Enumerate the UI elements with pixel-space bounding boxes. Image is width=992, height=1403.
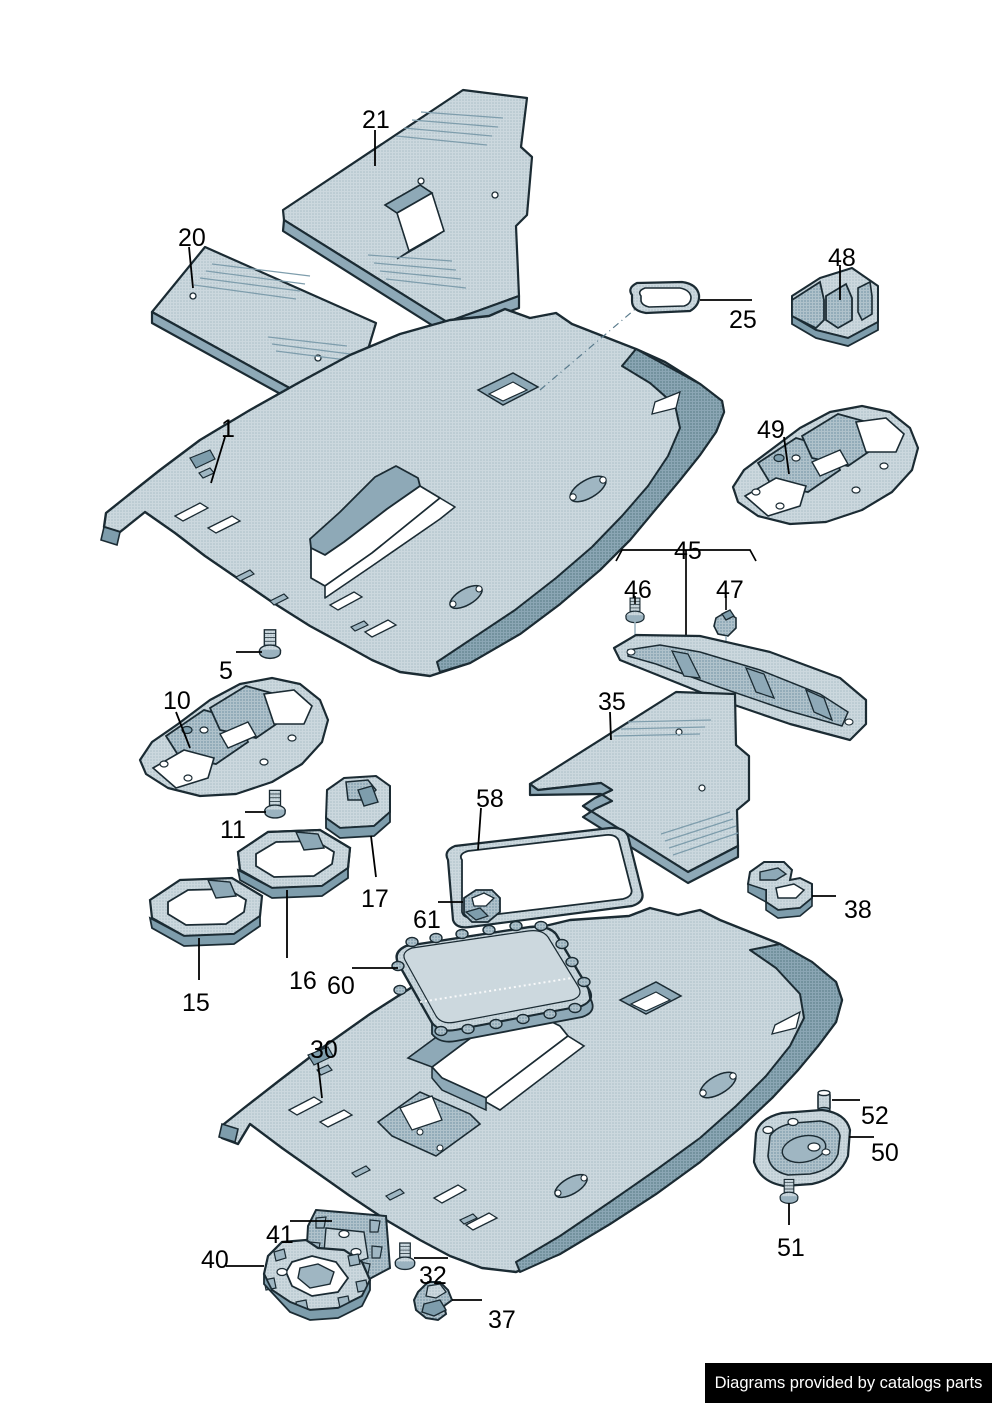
- part-48-mounting-bracket-clip: [791, 267, 879, 347]
- callout-label-35: 35: [598, 688, 626, 716]
- leader-10: [175, 711, 191, 749]
- part-21-rear-trim-panel-large: [281, 88, 534, 336]
- part-60-sunroof-sliding-panel: [391, 920, 594, 1043]
- callout-label-58: 58: [476, 785, 504, 813]
- callout-label-21: 21: [362, 106, 390, 134]
- leader-1: [210, 436, 226, 484]
- callout-label-32: 32: [419, 1262, 447, 1290]
- callout-label-30: 30: [310, 1036, 338, 1064]
- callout-label-37: 37: [488, 1306, 516, 1334]
- part-47-retaining-clip: [713, 609, 737, 637]
- callout-label-16: 16: [289, 967, 317, 995]
- callout-label-5: 5: [219, 657, 233, 685]
- part-16-trim-frame-medium: [236, 828, 352, 899]
- part-15-trim-frame-small: [148, 876, 264, 947]
- callout-label-50: 50: [871, 1139, 899, 1167]
- leader-58: [477, 807, 482, 851]
- part-1-headliner-main: [100, 307, 726, 678]
- callout-label-46: 46: [624, 576, 652, 604]
- callout-label-45: 45: [674, 537, 702, 565]
- part-38-retainer-clip-double: [746, 861, 813, 919]
- callout-label-60: 60: [327, 972, 355, 1000]
- leader-25-dashed: [539, 304, 641, 391]
- callout-label-38: 38: [844, 896, 872, 924]
- part-5-screw-headliner: [258, 629, 282, 660]
- part-25-light-bezel-frame: [629, 280, 701, 315]
- leader-17: [370, 835, 377, 878]
- leader-49: [783, 436, 790, 475]
- callout-label-15: 15: [182, 989, 210, 1017]
- leader-20: [188, 246, 194, 289]
- callout-label-10: 10: [163, 687, 191, 715]
- footer-watermark-banner: Diagrams provided by catalogs parts: [705, 1363, 992, 1403]
- callout-label-41: 41: [266, 1221, 294, 1249]
- part-10-console-housing-lower: [138, 676, 330, 798]
- part-61-panel-clip: [463, 889, 501, 923]
- part-45-bracket-span: [615, 549, 757, 638]
- part-17-hook-bracket: [324, 774, 391, 839]
- footer-text: Diagrams provided by catalogs parts: [714, 1373, 983, 1392]
- part-30-headliner-sunroof-variant: [218, 906, 844, 1274]
- callout-label-11: 11: [220, 816, 246, 844]
- part-45-grab-handle-assembly: [612, 633, 868, 742]
- part-40-console-base-frame: [262, 1238, 372, 1321]
- part-11-screw-console: [264, 789, 286, 819]
- part-37-coat-hook: [412, 1281, 454, 1322]
- callout-label-48: 48: [828, 244, 856, 272]
- leader-35: [609, 711, 612, 741]
- part-49-console-housing-upper: [731, 404, 920, 526]
- part-50-dome-light-housing: [752, 1108, 852, 1188]
- callout-label-61: 61: [413, 906, 441, 934]
- callout-label-1: 1: [221, 415, 235, 443]
- callout-label-25: 25: [729, 306, 757, 334]
- callout-label-40: 40: [201, 1246, 229, 1274]
- callout-label-17: 17: [361, 885, 389, 913]
- callout-label-47: 47: [716, 576, 744, 604]
- callout-label-20: 20: [178, 224, 206, 252]
- callout-label-49: 49: [757, 416, 785, 444]
- callout-label-52: 52: [861, 1102, 889, 1130]
- part-35-rear-shelf-panel: [528, 690, 751, 885]
- part-32-screw-console-base: [394, 1242, 416, 1271]
- leader-30: [317, 1062, 323, 1099]
- callout-label-51: 51: [777, 1234, 805, 1262]
